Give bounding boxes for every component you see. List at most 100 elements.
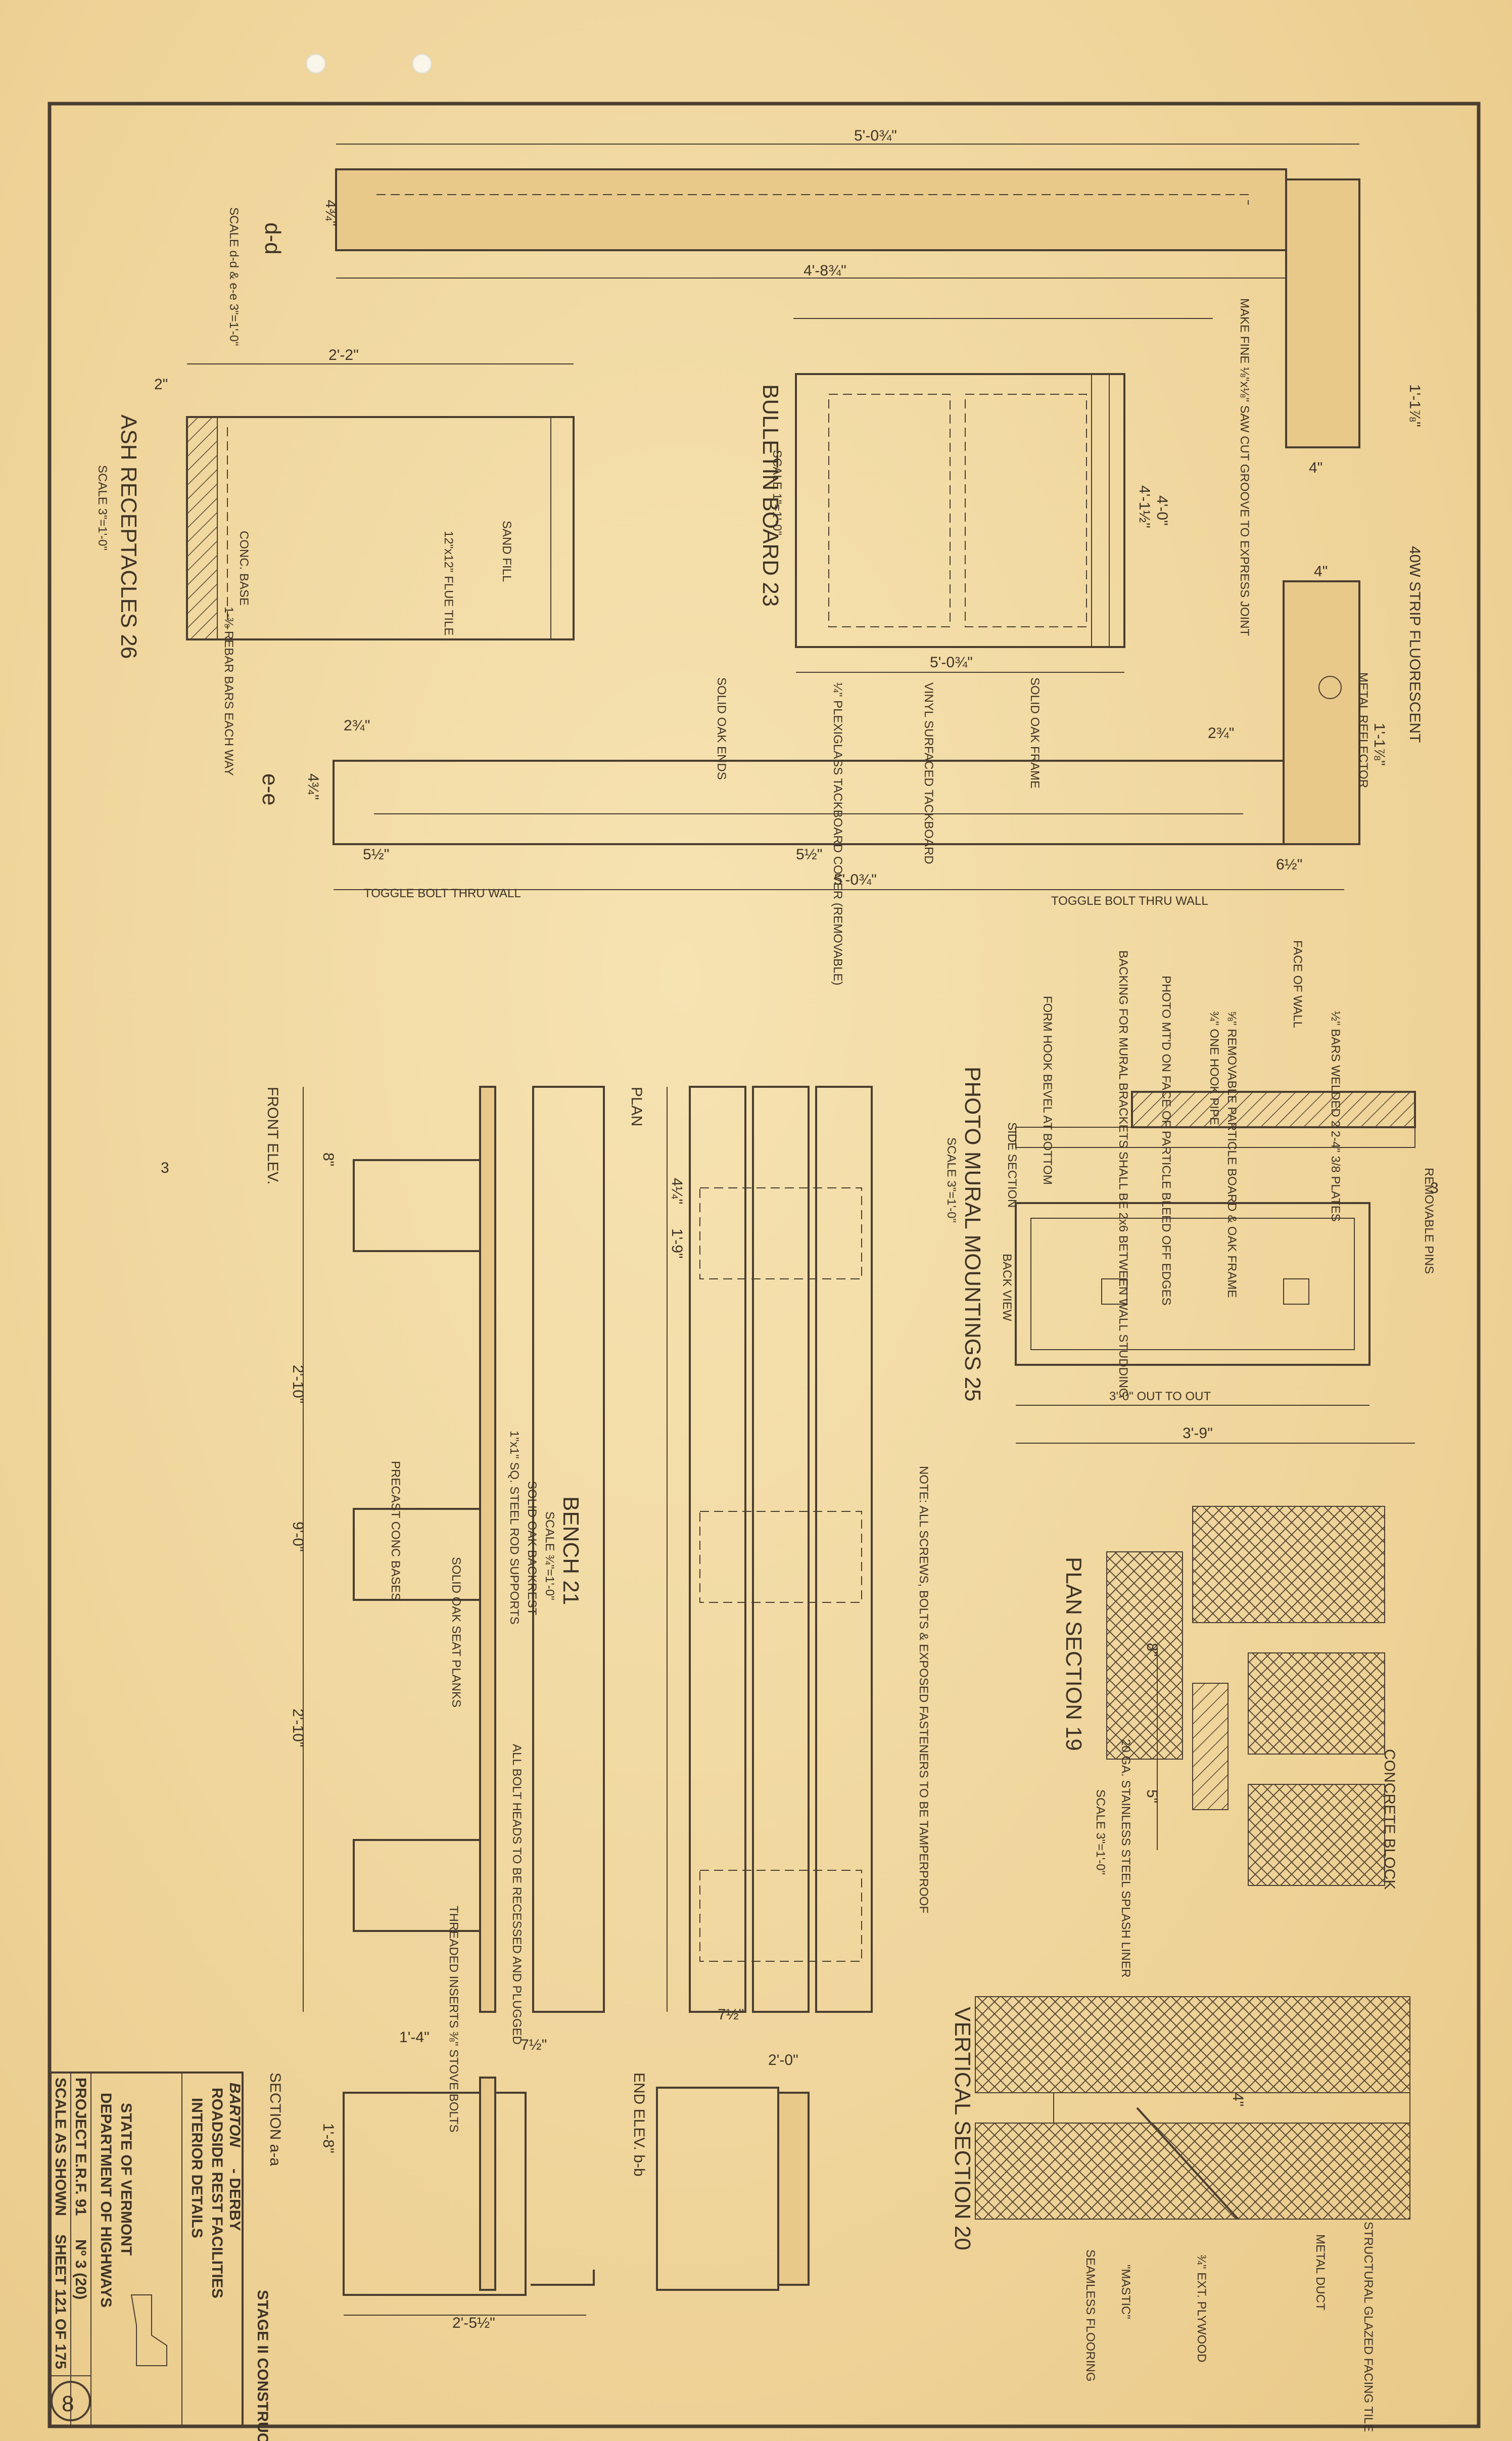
detail-dd: 5'-0¾" 4'-8¾" 4" 1'-1⅞" 4¾" d-d SCALE d-… bbox=[227, 127, 1423, 636]
bulletin-scale: SCALE 1"=1'-0" bbox=[770, 450, 784, 535]
dim-bb-bottom: 5'-0¾" bbox=[930, 654, 973, 671]
back-view-label: BACK VIEW bbox=[1000, 1254, 1014, 1321]
dim-bench-j: 2'-5½" bbox=[452, 2315, 495, 2331]
dim-bench-a: 2'-10" bbox=[290, 1365, 306, 1403]
section-aa-base bbox=[343, 2092, 527, 2296]
front-elev-label: FRONT ELEV. bbox=[264, 1087, 281, 1184]
dim-mural-total: 3'-9" bbox=[1183, 1425, 1213, 1442]
solid-oak-ends-note: SOLID OAK ENDS bbox=[715, 677, 728, 780]
dim-board-height: 1'-1⅞" bbox=[1406, 384, 1423, 427]
dim-ash-width: 2'-2" bbox=[328, 347, 359, 363]
tb-project-num: Nº 3 (20) bbox=[72, 2239, 89, 2299]
precast-conc-note: PRECAST CONC BASES bbox=[389, 1461, 402, 1601]
binder-hole bbox=[412, 54, 432, 74]
dim-light-b: 1'-1⅞" bbox=[1371, 723, 1388, 766]
plan-plank bbox=[752, 1086, 810, 2013]
concrete-block bbox=[1192, 1506, 1385, 1623]
dim-ee-depth: 4¾" bbox=[305, 773, 321, 800]
backrest-note: SOLID OAK BACKREST bbox=[525, 1481, 539, 1616]
mastic-note: "MASTIC" bbox=[1119, 2265, 1132, 2319]
dim-vert-a: 4" bbox=[1230, 2093, 1246, 2106]
tb-project: ROADSIDE REST FACILITIES bbox=[209, 2088, 225, 2298]
pipe-hook-note: ¾" ONE HOOK PIPE bbox=[1207, 1011, 1221, 1125]
sheet-border bbox=[48, 102, 1481, 2428]
dim-bb-width: 4'-1½" bbox=[1136, 485, 1153, 528]
light-valance bbox=[333, 760, 1285, 845]
photo-mounted-note: PHOTO MT'D ON FACE OF PARTICLE BLEED OFF… bbox=[1159, 976, 1173, 1306]
tb-project-label: PROJECT bbox=[72, 2078, 89, 2149]
mural-back-frame bbox=[1015, 1202, 1371, 1366]
photo-mural-scale: SCALE 3"=1'-0" bbox=[944, 1137, 958, 1223]
structural-tile-note: STRUCTURAL GLAZED FACING TILE bbox=[1361, 2222, 1375, 2432]
end-elev-label: END ELEV. b-b bbox=[631, 2072, 647, 2177]
detail-ee: 5'-0¾" 2¾" 5½" 5½" 6½" 4¾" e-e TOGGLE BO… bbox=[258, 546, 1423, 908]
bulletin-board-section bbox=[335, 168, 1287, 251]
wall-section bbox=[1131, 1091, 1416, 1128]
dim-bench-i: 1'-8" bbox=[320, 2123, 337, 2153]
section-aa-backrest bbox=[479, 2077, 496, 2291]
dim-bench-e: 4¼" bbox=[669, 1178, 685, 1204]
bench-detail: 2'-10" 9'-0" 2'-10" 8" 1'-9" 4¼" 7½" 2'-… bbox=[264, 1086, 873, 2331]
backing-note: BACKING FOR MURAL BRACKETS SHALL BE 2x6 … bbox=[1116, 950, 1130, 1398]
bars-welded-note: ½" BARS WELDED 2 2-4" 3/8 PLATES bbox=[1329, 1011, 1342, 1222]
concrete-block-note: CONCRETE BLOCK bbox=[1381, 1749, 1398, 1890]
dim-bench-b: 2'-10" bbox=[290, 1709, 306, 1747]
tackboard-panel bbox=[828, 394, 951, 627]
bench-title: BENCH 21 bbox=[558, 1496, 583, 1605]
dim-bench-total: 9'-0" bbox=[290, 1522, 306, 1552]
metal-reflector-note: METAL REFLECTOR bbox=[1356, 672, 1370, 788]
margin-mark: 3 bbox=[1430, 1180, 1439, 1196]
splash-liner bbox=[1192, 1683, 1228, 1810]
seat-support bbox=[531, 2270, 595, 2286]
dim-ee-a: 2¾" bbox=[344, 717, 370, 734]
splash-liner-note: 20 GA. STAINLESS STEEL SPLASH LINER bbox=[1119, 1739, 1132, 1977]
tb-state: STATE OF VERMONT bbox=[118, 2103, 134, 2255]
bolt-heads-note: ALL BOLT HEADS TO BE RECESSED AND PLUGGE… bbox=[510, 1744, 524, 2045]
form-hook-note: FORM HOOK BEVEL AT BOTTOM bbox=[1041, 996, 1054, 1185]
dd-scale: SCALE d-d & e-e 3"=1'-0" bbox=[227, 207, 241, 346]
tb-scale: SCALE AS SHOWN bbox=[52, 2078, 69, 2216]
sand-fill-note: SAND FILL bbox=[500, 521, 513, 582]
plan-base-outline bbox=[699, 1511, 862, 1603]
ash-title: ASH RECEPTACLES 26 bbox=[116, 414, 141, 659]
section-label-ee: e-e bbox=[258, 773, 282, 806]
dim-bench-k: 7½" bbox=[521, 2037, 547, 2053]
sheet-number-circle bbox=[51, 2381, 91, 2421]
concrete-block bbox=[1248, 1784, 1385, 1886]
precast-base bbox=[353, 1839, 481, 1932]
conc-base-note: CONC. BASE bbox=[237, 531, 251, 606]
bench-seat-elev bbox=[532, 1086, 605, 2013]
seat-planks-note: SOLID OAK SEAT PLANKS bbox=[449, 1557, 463, 1708]
metal-duct-note: METAL DUCT bbox=[1313, 2234, 1327, 2311]
end-elev-plank bbox=[777, 2092, 810, 2286]
bench-backrest bbox=[479, 1086, 496, 2013]
solid-oak-frame-note: SOLID OAK FRAME bbox=[1028, 677, 1042, 789]
dim-mural-out: 3'-0" OUT TO OUT bbox=[1109, 1390, 1211, 1403]
seamless-flooring-note: SEAMLESS FLOORING bbox=[1083, 2249, 1097, 2381]
block-wall bbox=[975, 2123, 1410, 2220]
vertical-section-title: VERTICAL SECTION 20 bbox=[950, 2007, 975, 2250]
bulletin-board-detail: 5'-0¾" 4'-1½" 4'-0" BULLETIN BOARD 23 SC… bbox=[715, 373, 1170, 985]
block-wall bbox=[975, 1996, 1410, 2093]
groove-line bbox=[376, 194, 1249, 205]
ext-plywood-note: ¾" EXT. PLYWOOD bbox=[1195, 2254, 1208, 2362]
plan-plank bbox=[689, 1086, 746, 2013]
strip-fluorescent-note: 40W STRIP FLUORESCENT bbox=[1406, 546, 1423, 743]
precast-base bbox=[353, 1159, 481, 1252]
dim-bench-h: 1'-4" bbox=[399, 2029, 430, 2046]
fluorescent-tube-icon bbox=[1318, 676, 1342, 699]
tb-project-no: E.R.F. 91 bbox=[72, 2153, 89, 2216]
tackboard-panel bbox=[965, 394, 1087, 627]
title-block: SCALE AS SHOWN SHEET 121 OF 175 PROJECT … bbox=[50, 2071, 271, 2441]
bulletin-frame bbox=[795, 373, 1125, 648]
plan-label: PLAN bbox=[628, 1087, 645, 1126]
metal-duct bbox=[1053, 2092, 1410, 2124]
dim-ee-length: 5'-0¾" bbox=[834, 871, 877, 888]
dim-ee-c: 5½" bbox=[796, 846, 822, 863]
side-section-label: SIDE SECTION bbox=[1005, 1122, 1019, 1208]
ash-scale: SCALE 3"=1'-0" bbox=[96, 465, 109, 550]
toggle-bolt-note: TOGGLE BOLT THRU WALL bbox=[364, 887, 521, 900]
vermont-outline-icon bbox=[130, 2294, 167, 2366]
bulletin-title: BULLETIN BOARD 23 bbox=[758, 384, 783, 607]
concrete-block bbox=[1248, 1652, 1385, 1755]
